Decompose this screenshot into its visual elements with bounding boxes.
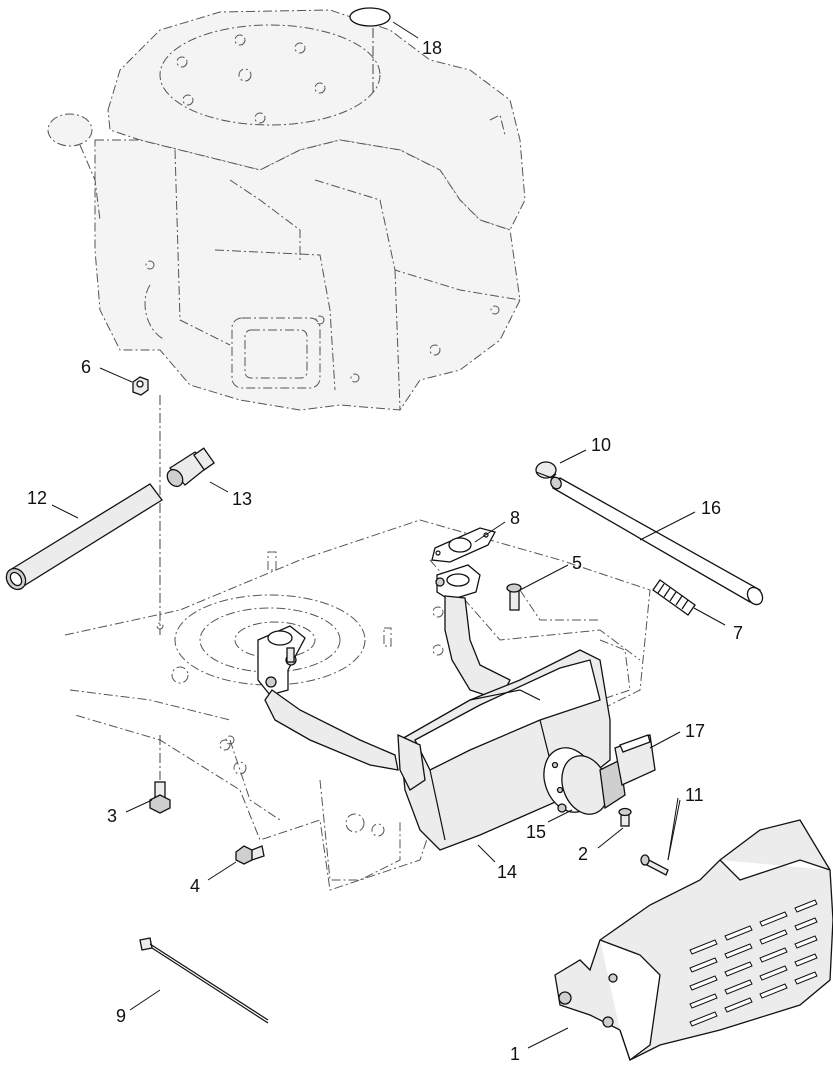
spring-7 bbox=[652, 579, 696, 616]
bolt-3 bbox=[149, 781, 171, 814]
callout-11: 11 bbox=[685, 785, 704, 805]
decal-18 bbox=[349, 7, 391, 27]
exhaust-pipe-left bbox=[257, 625, 399, 771]
callout-17: 17 bbox=[685, 721, 705, 741]
callout-12: 12 bbox=[27, 488, 47, 508]
exhaust-pipe-right bbox=[435, 564, 511, 701]
bolt-4 bbox=[235, 845, 265, 865]
callout-9: 9 bbox=[116, 1006, 126, 1026]
heat-shield-1 bbox=[554, 819, 833, 1062]
bolt-5 bbox=[506, 583, 522, 611]
leader-lines bbox=[51, 21, 726, 1049]
clamp-10 bbox=[535, 461, 557, 479]
callout-16: 16 bbox=[701, 498, 721, 518]
callout-10: 10 bbox=[591, 435, 611, 455]
gasket-8 bbox=[431, 527, 496, 563]
cable-tie-9 bbox=[139, 937, 269, 1024]
tube-12 bbox=[5, 483, 163, 591]
callout-4: 4 bbox=[190, 876, 200, 896]
screw-2 bbox=[618, 807, 632, 827]
fitting-13 bbox=[166, 447, 215, 488]
heat-shield-slots bbox=[689, 899, 818, 1027]
callout-1: 1 bbox=[510, 1044, 520, 1064]
nut-6 bbox=[132, 376, 149, 396]
callout-13: 13 bbox=[232, 489, 252, 509]
callout-2: 2 bbox=[578, 844, 588, 864]
engine-outline bbox=[47, 7, 526, 411]
callout-labels: 18 6 12 13 10 16 8 5 7 17 11 3 15 2 14 4… bbox=[27, 38, 743, 1064]
pin-11 bbox=[640, 854, 669, 876]
callout-6: 6 bbox=[81, 357, 91, 377]
callout-7: 7 bbox=[733, 623, 743, 643]
spark-arrestor-15 bbox=[543, 747, 626, 815]
rod-16 bbox=[550, 476, 764, 606]
callout-5: 5 bbox=[572, 553, 582, 573]
callout-18: 18 bbox=[422, 38, 442, 58]
bracket-17 bbox=[614, 734, 656, 786]
callout-14: 14 bbox=[497, 862, 517, 882]
callout-3: 3 bbox=[107, 806, 117, 826]
callout-8: 8 bbox=[510, 508, 520, 528]
callout-15: 15 bbox=[526, 822, 546, 842]
